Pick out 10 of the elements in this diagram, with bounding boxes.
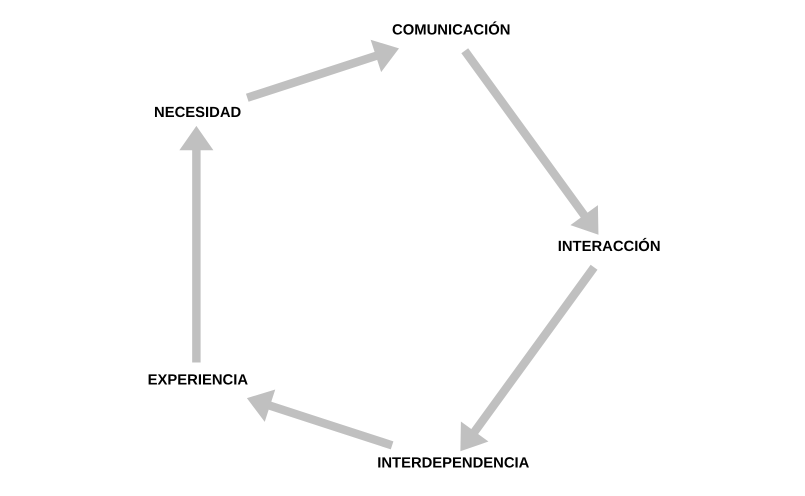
arrow (460, 264, 597, 452)
node-text: INTERDEPENDENCIA (376, 455, 529, 472)
arrow (178, 126, 213, 363)
arrow (460, 48, 598, 235)
arrow (245, 40, 399, 102)
arrow (246, 390, 393, 450)
node-text: EXPERIENCIA (147, 372, 248, 389)
node-text: COMUNICACIÓN (392, 22, 510, 38)
node-text: NECESIDAD (154, 105, 241, 122)
node-text: INTERACCIÓN (557, 238, 660, 255)
